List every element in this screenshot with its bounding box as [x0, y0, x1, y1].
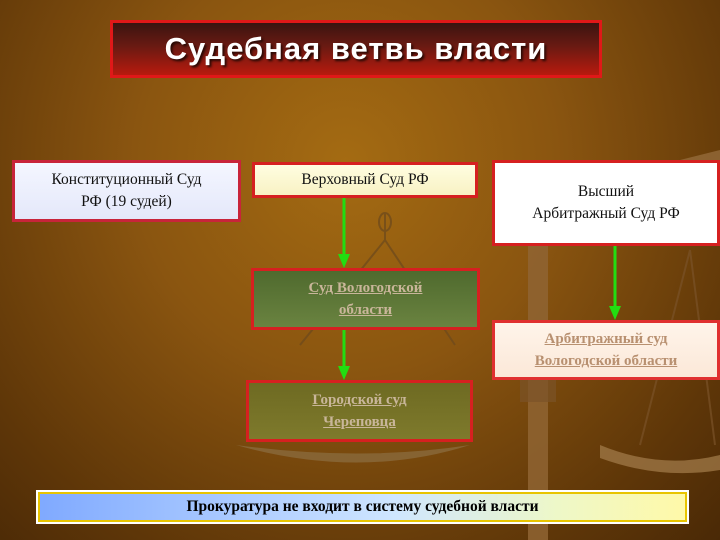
- arrow-vologda-to-city: [338, 330, 350, 380]
- prosecutor-note-box: Прокуратура не входит в систему судебной…: [36, 490, 689, 524]
- vologda-court-line1: Суд Вологодской: [308, 280, 423, 296]
- vologda-court-line2: области: [338, 302, 393, 318]
- arrow-supreme-to-vologda: [338, 198, 350, 268]
- cherepovets-city-court-box: Городской суд Череповца: [246, 380, 473, 442]
- page-title: Судебная ветвь власти: [164, 31, 548, 66]
- vologda-regional-court-box: Суд Вологодской области: [251, 268, 480, 330]
- city-court-line2: Череповца: [323, 414, 396, 430]
- higher-arbitration-line1: Высший: [577, 183, 635, 200]
- higher-arbitration-line2: Арбитражный Суд РФ: [532, 205, 680, 222]
- vologda-arbitration-line1: Арбитражный суд: [544, 331, 668, 347]
- prosecutor-note: Прокуратура не входит в систему судебной…: [186, 498, 539, 515]
- supreme-court-box: Верховный Суд РФ: [252, 162, 478, 198]
- vologda-arbitration-line2: Вологодской области: [534, 353, 678, 369]
- supreme-court-label: Верховный Суд РФ: [301, 171, 429, 188]
- city-court-line1: Городской суд: [312, 392, 407, 408]
- constitutional-court-box: Конституционный Суд РФ (19 судей): [12, 160, 241, 222]
- constitutional-court-line2: РФ (19 судей): [81, 193, 172, 210]
- vologda-arbitration-court-box: Арбитражный суд Вологодской области: [492, 320, 720, 380]
- arrow-arbitration-to-vologda-arbitration: [609, 246, 621, 320]
- title-banner: Судебная ветвь власти: [110, 20, 602, 78]
- constitutional-court-line1: Конституционный Суд: [51, 171, 202, 188]
- higher-arbitration-court-box: Высший Арбитражный Суд РФ: [492, 160, 720, 246]
